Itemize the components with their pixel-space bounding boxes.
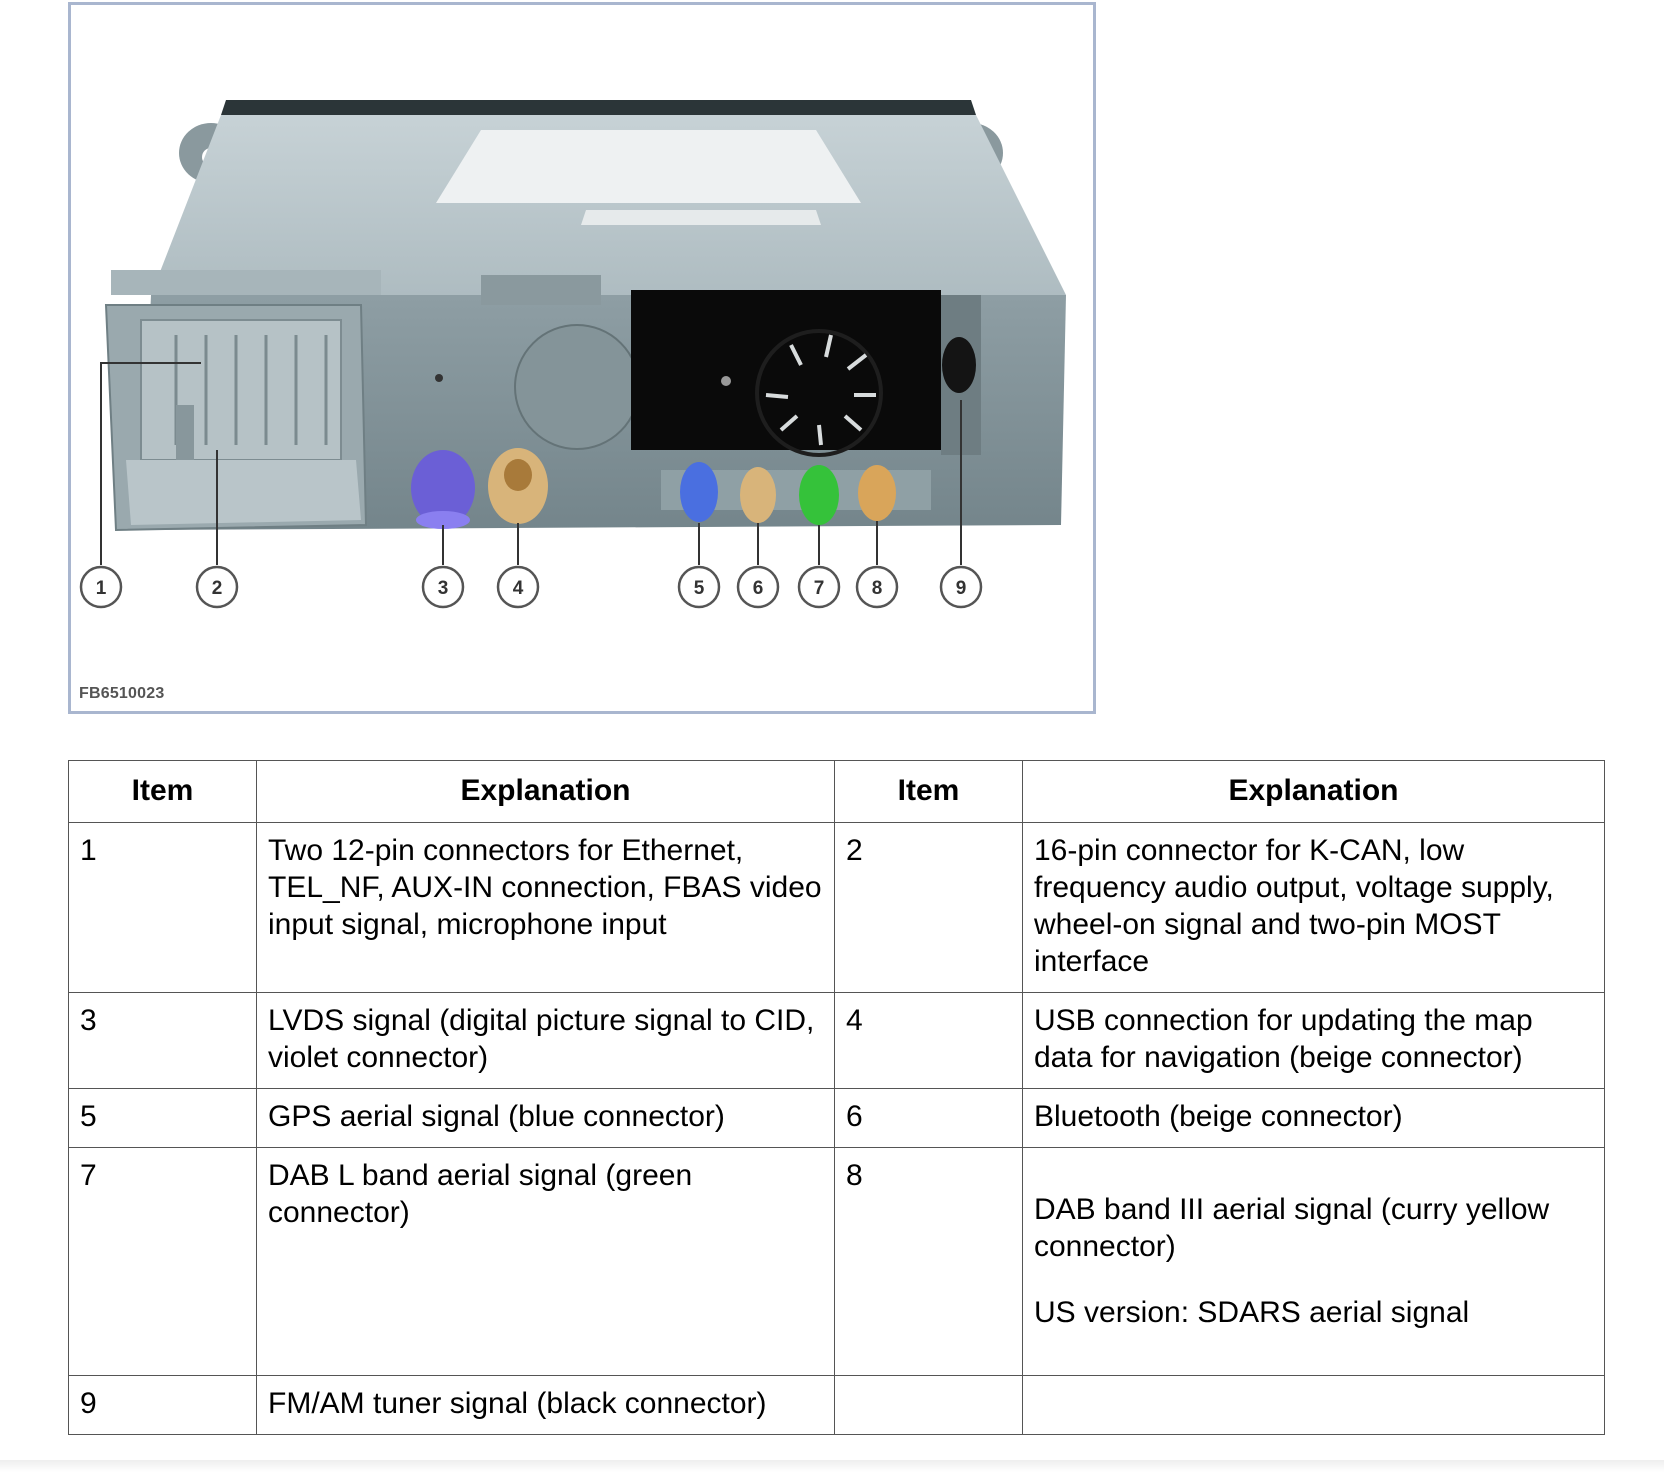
item-explanation xyxy=(1022,1375,1605,1435)
beige-connector-bluetooth xyxy=(740,467,776,523)
explanation-note: US version: SDARS aerial signal xyxy=(1034,1295,1470,1329)
callout-leader-lines xyxy=(100,362,962,565)
callout-8: 8 xyxy=(855,565,899,609)
item-number xyxy=(834,1375,1023,1435)
label-sticker xyxy=(436,130,861,203)
item-number: 6 xyxy=(834,1088,1023,1148)
table-row: 7 DAB L band aerial signal (green connec… xyxy=(68,1147,1605,1376)
item-number: 7 xyxy=(68,1147,257,1376)
header-explanation-b: Explanation xyxy=(1022,760,1605,823)
round-cover xyxy=(514,324,640,450)
callout-3-label: 3 xyxy=(438,578,449,599)
item-number: 4 xyxy=(834,992,1023,1089)
callout-3: 3 xyxy=(421,565,465,609)
green-connector xyxy=(799,465,839,525)
table-header-row: Item Explanation Item Explanation xyxy=(68,760,1605,823)
callout-4-label: 4 xyxy=(513,578,524,599)
item-explanation: USB connection for updating the map data… xyxy=(1022,992,1605,1089)
item-explanation: GPS aerial signal (blue connector) xyxy=(256,1088,835,1148)
top-rail xyxy=(221,100,976,115)
table-row: 9 FM/AM tuner signal (black connector) xyxy=(68,1375,1605,1435)
callout-9-label: 9 xyxy=(956,578,967,599)
figure-code: FB6510023 xyxy=(79,685,165,702)
callout-8-label: 8 xyxy=(872,578,883,599)
callout-2: 2 xyxy=(195,565,239,609)
callout-5: 5 xyxy=(677,565,721,609)
callout-7-label: 7 xyxy=(814,578,825,599)
table-row: 1 Two 12-pin connectors for Ethernet, TE… xyxy=(68,822,1605,993)
item-number: 9 xyxy=(68,1375,257,1435)
table-row: 3 LVDS signal (digital picture signal to… xyxy=(68,992,1605,1089)
header-item-b: Item xyxy=(834,760,1023,823)
black-connector xyxy=(942,337,976,393)
housing-top xyxy=(151,115,1066,295)
head-unit-rear-illustration: 1 2 3 4 5 6 7 8 xyxy=(79,100,1066,609)
callout-9: 9 xyxy=(939,565,983,609)
item-number: 1 xyxy=(68,822,257,993)
item-explanation: 16-pin connector for K-CAN, low frequenc… xyxy=(1022,822,1605,993)
item-explanation: LVDS signal (digital picture signal to C… xyxy=(256,992,835,1089)
callout-6: 6 xyxy=(736,565,780,609)
item-number: 2 xyxy=(834,822,1023,993)
callout-1: 1 xyxy=(79,565,123,609)
item-explanation: DAB band III aerial signal (curry yellow… xyxy=(1022,1147,1605,1376)
unit-illustration-frame: 1 2 3 4 5 6 7 8 xyxy=(68,2,1096,714)
explanation-paragraph: DAB band III aerial signal (curry yellow… xyxy=(1034,1192,1550,1263)
item-number: 3 xyxy=(68,992,257,1089)
header-explanation-a: Explanation xyxy=(256,760,835,823)
page-bottom-edge xyxy=(0,1460,1664,1472)
item-explanation: DAB L band aerial signal (green connecto… xyxy=(256,1147,835,1376)
blue-connector xyxy=(680,462,718,522)
violet-connector xyxy=(411,450,475,526)
callout-1-label: 1 xyxy=(96,578,107,599)
header-item-a: Item xyxy=(68,760,257,823)
callout-6-label: 6 xyxy=(753,578,764,599)
callout-5-label: 5 xyxy=(694,578,705,599)
callout-7: 7 xyxy=(797,565,841,609)
item-number: 5 xyxy=(68,1088,257,1148)
item-explanation: Bluetooth (beige connector) xyxy=(1022,1088,1605,1148)
fan-icon xyxy=(755,329,883,457)
item-explanation: Two 12-pin connectors for Ethernet, TEL_… xyxy=(256,822,835,993)
table-row: 5 GPS aerial signal (blue connector) 6 B… xyxy=(68,1088,1605,1148)
item-explanation: FM/AM tuner signal (black connector) xyxy=(256,1375,835,1435)
item-number: 8 xyxy=(834,1147,1023,1376)
curry-connector xyxy=(858,465,896,521)
callout-4: 4 xyxy=(496,565,540,609)
items-table: Item Explanation Item Explanation 1 Two … xyxy=(68,760,1605,1435)
callout-2-label: 2 xyxy=(212,578,223,599)
